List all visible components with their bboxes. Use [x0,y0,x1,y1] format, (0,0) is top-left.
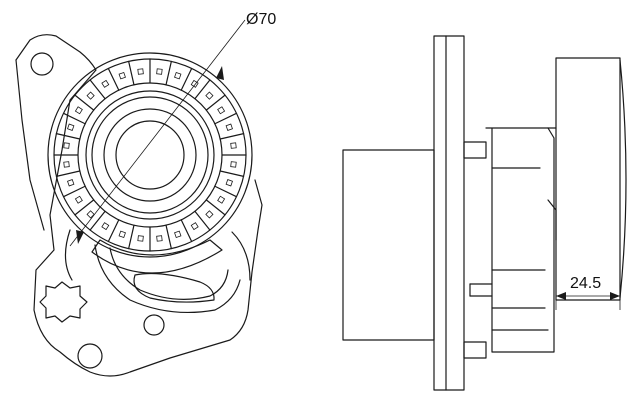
pulley-rib [165,60,172,86]
diameter-leader [69,19,246,247]
pulley-rib [165,224,172,250]
pulley-rib-slot [118,72,126,80]
pulley-rib-slot [205,91,214,100]
pulley-rib [89,210,106,231]
arm-curve-2 [109,247,229,300]
bearing-outer [91,96,209,214]
pulley-rib-slot [225,123,233,131]
pulley-rib-slot [118,230,126,238]
arm-contour [64,229,251,281]
mount-hole-top [30,52,54,76]
back-plate [433,35,465,391]
pulley-rib [180,219,193,243]
pulley-side-hub [547,127,557,241]
pulley-rib-slot [156,235,163,242]
pulley-rib [107,219,120,243]
pulley-rib-slot [101,222,110,231]
arm-curve-1 [94,244,241,314]
pulley-rib-slot [86,210,95,219]
pulley-rib [55,133,81,140]
pulley-rib-slot [101,79,110,88]
pulley-rib [214,185,238,198]
pulley-rib [107,67,120,91]
pulley-rib [214,112,238,125]
pulley-rib-slot [74,106,83,115]
offset-arrow-left [556,292,566,300]
pulley-rib-inner [77,82,223,228]
torx-socket [39,281,88,323]
pulley-rib-slot [230,161,237,168]
pulley-rib-slot [67,123,75,131]
diameter-label: Ø70 [246,11,276,28]
pulley-rib-slot [63,142,70,149]
bracket-left-edge [15,59,45,231]
pulley-side [555,57,621,301]
housing-left [342,149,435,341]
pulley-rib [89,79,106,100]
front-view: Ø70 [15,11,276,377]
pulley-rib [205,94,226,111]
pulley-web [85,90,215,220]
pulley-rib [74,94,95,111]
body-detail [491,167,549,331]
pulley-rib [219,133,245,140]
pulley-rib-slot [63,161,70,168]
pulley-rib-slot [190,222,199,231]
arm-hub-ring [91,239,223,274]
pulley-rib [194,79,211,100]
pulley-ribs [53,58,247,252]
pulley-rib [62,112,86,125]
pulley-rib-slot [230,142,237,149]
diameter-arrow-bottom [76,230,84,244]
arm-slot [133,272,215,303]
diameter-arrow-top [216,66,224,80]
bearing-ring [103,108,197,202]
pulley-rib-slot [137,235,144,242]
pulley-rib-slot [67,179,75,187]
pulley-rib [128,60,135,86]
side-view: 24.5 [342,35,627,391]
pulley-rib-slot [74,195,83,204]
offset-label: 24.5 [570,275,601,292]
pulley-rib-slot [156,68,163,75]
pulley-rib-slot [190,79,199,88]
tensioner-body [485,127,555,353]
pulley-rib [205,199,226,216]
pulley-rib-slot [174,72,182,80]
pulley-rib-slot [225,179,233,187]
pulley-rib-slot [137,68,144,75]
pulley-side-crown [619,59,627,299]
pulley-rib [74,199,95,216]
pulley-rib-slot [217,106,226,115]
bracket-outline [15,34,263,377]
pulley-outer [47,52,253,258]
shoulder-top [463,141,487,159]
pulley-rib-slot [174,230,182,238]
shoulder-bottom [463,341,487,359]
pulley-rib-slot [205,210,214,219]
pulley-rib [62,185,86,198]
pulley-rib-slot [217,195,226,204]
pulley-rib [55,170,81,177]
mount-hole-bottom [77,343,103,369]
pulley-rib-slot [86,91,95,100]
pulley-rib [219,170,245,177]
pulley-rib [128,224,135,250]
pulley-outer-inner [53,58,247,252]
bearing-bore [115,120,185,190]
mount-hole-right [143,314,165,336]
pulley-rib [180,67,193,91]
pulley-rib [194,210,211,231]
offset-arrow-right [610,292,620,300]
